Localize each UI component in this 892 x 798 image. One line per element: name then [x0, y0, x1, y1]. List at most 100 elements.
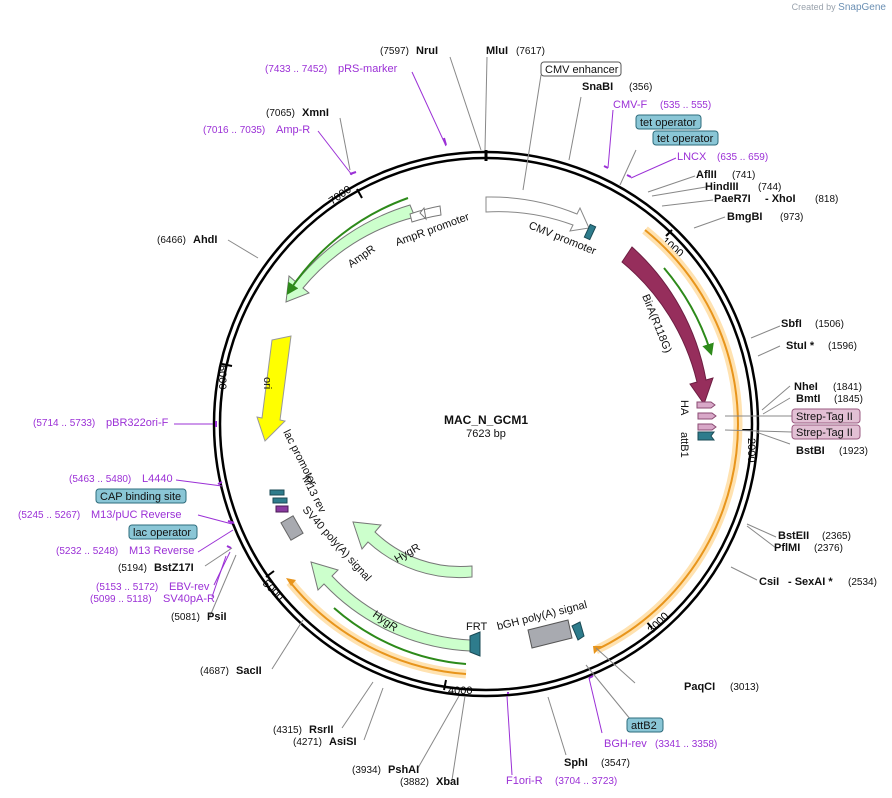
strep-tag-box-2[interactable]: Strep-Tag II	[791, 424, 861, 440]
lac-operator-box[interactable]: lac operator	[128, 524, 198, 540]
xhoi-name[interactable]: - XhoI	[765, 193, 796, 205]
attB1-marker	[697, 431, 715, 441]
ampr-orf-line	[286, 197, 409, 295]
xbai-pos: (3882)	[400, 777, 429, 788]
leader-lines	[204, 56, 793, 781]
sbfi-pos: (1506)	[815, 319, 844, 330]
nhei-name[interactable]: NheI	[794, 381, 818, 393]
mlui-name[interactable]: MluI	[486, 45, 508, 57]
hygr-orf-line	[333, 607, 467, 665]
pbr322-name[interactable]: pBR322ori-F	[106, 417, 169, 429]
ahdi-pos: (6466)	[157, 235, 186, 246]
asisi-name[interactable]: AsiSI	[329, 736, 357, 748]
rsrii-pos: (4315)	[273, 725, 302, 736]
psii-name[interactable]: PsiI	[207, 611, 227, 623]
prs-marker-range: (7433 .. 7452)	[265, 64, 327, 75]
strep-tag-text-1: Strep-Tag II	[796, 411, 853, 423]
frt-marker	[469, 631, 481, 657]
sv40par-range: (5099 .. 5118)	[90, 594, 152, 605]
aflii-pos: (741)	[732, 170, 755, 181]
sphi-pos: (3547)	[601, 758, 630, 769]
bmgbi-name[interactable]: BmgBI	[727, 211, 762, 223]
ahdi-name[interactable]: AhdI	[193, 234, 217, 246]
birA-arrow[interactable]	[621, 246, 714, 406]
bmti-name[interactable]: BmtI	[796, 393, 820, 405]
prs-marker-name[interactable]: pRS-marker	[338, 63, 398, 75]
m13puc-name[interactable]: M13/pUC Reverse	[91, 509, 181, 521]
rsrii-name[interactable]: RsrII	[309, 724, 333, 736]
l4440-name[interactable]: L4440	[142, 473, 173, 485]
m13rev-name[interactable]: M13 Reverse	[129, 545, 194, 557]
sexai-name[interactable]: - SexAI *	[788, 576, 833, 588]
tet-operator-text-1: tet operator	[640, 117, 697, 129]
aflii-name[interactable]: AflII	[696, 169, 717, 181]
cmv-enhancer-text: CMV enhancer	[545, 64, 619, 76]
hygr-outer-arrow[interactable]	[310, 561, 471, 652]
sbfi-name[interactable]: SbfI	[781, 318, 802, 330]
amp-r-name[interactable]: Amp-R	[276, 124, 310, 136]
snapgene-brand: SnapGene	[838, 2, 886, 13]
lac-operator-text: lac operator	[133, 527, 191, 539]
strep-tag-text-2: Strep-Tag II	[796, 427, 853, 439]
ebvrev-name[interactable]: EBV-rev	[169, 581, 210, 593]
credit-prefix: Created by	[791, 2, 836, 12]
xmni-name[interactable]: XmnI	[302, 107, 329, 119]
tick-4000: 4000	[448, 685, 472, 697]
bmti-pos: (1845)	[834, 394, 863, 405]
paer7i-pos: (818)	[815, 194, 838, 205]
plasmid-name: MAC_N_GCM1	[444, 413, 528, 427]
bgh-rev-name[interactable]: BGH-rev	[604, 738, 647, 750]
paqci-name[interactable]: PaqCI	[684, 681, 715, 693]
attB2-text: attB2	[631, 720, 657, 732]
bstbi-name[interactable]: BstBI	[796, 445, 825, 457]
pshai-name[interactable]: PshAI	[388, 764, 419, 776]
psii-pos: (5081)	[171, 612, 200, 623]
pflmi-name[interactable]: PflMI	[774, 542, 800, 554]
f1ori-name[interactable]: F1ori-R	[506, 775, 543, 787]
stui-name[interactable]: StuI *	[786, 340, 815, 352]
hygr-inner-arrow[interactable]	[352, 521, 473, 579]
orange-arc-left	[286, 578, 467, 679]
bstz17i-name[interactable]: BstZ17I	[154, 562, 194, 574]
tick-2000: 2000	[745, 438, 757, 462]
cmv-promoter-arrow[interactable]	[485, 196, 590, 232]
snabi-name[interactable]: SnaBI	[582, 81, 613, 93]
csii-name[interactable]: CsiI	[759, 576, 779, 588]
strep-tag-box-1[interactable]: Strep-Tag II	[791, 408, 861, 424]
csii-pos: (2534)	[848, 577, 877, 588]
sphi-name[interactable]: SphI	[564, 757, 588, 769]
attB2-marker	[571, 621, 585, 641]
m13-rev-marker	[275, 505, 289, 513]
paer7i-name[interactable]: PaeR7I	[714, 193, 751, 205]
sacii-name[interactable]: SacII	[236, 665, 262, 677]
hindiii-name[interactable]: HindIII	[705, 181, 739, 193]
cap-binding-site-box[interactable]: CAP binding site	[95, 488, 187, 504]
attB2-box[interactable]: attB2	[626, 717, 664, 733]
mlui-pos: (7617)	[516, 46, 545, 57]
sv40par-name[interactable]: SV40pA-R	[163, 593, 215, 605]
bsteii-name[interactable]: BstEII	[778, 530, 809, 542]
tet-operator-box-2[interactable]: tet operator	[652, 130, 719, 146]
ebvrev-range: (5153 .. 5172)	[96, 582, 158, 593]
ori-arrow[interactable]	[256, 335, 292, 442]
tick-marks	[221, 188, 752, 691]
cmv-f-name[interactable]: CMV-F	[613, 99, 648, 111]
ampr-arrow[interactable]	[285, 204, 416, 303]
lncx-range: (635 .. 659)	[717, 152, 768, 163]
nrui-pos: (7597)	[380, 46, 409, 57]
ori-label: ori	[261, 377, 273, 389]
nrui-name[interactable]: NruI	[416, 45, 438, 57]
attB1-label: attB1	[678, 432, 690, 458]
stui-pos: (1596)	[828, 341, 857, 352]
lncx-name[interactable]: LNCX	[677, 151, 707, 163]
cmv-enhancer-box[interactable]: CMV enhancer	[540, 61, 622, 77]
lac-operator-marker	[272, 497, 288, 504]
tet-operator-box-1[interactable]: tet operator	[635, 114, 702, 130]
tet-operator-text-2: tet operator	[657, 133, 714, 145]
xbai-name[interactable]: XbaI	[436, 776, 459, 788]
pbr322-range: (5714 .. 5733)	[33, 418, 95, 429]
f1ori-range: (3704 .. 3723)	[555, 776, 617, 787]
frt-label: FRT	[466, 621, 487, 633]
hygr-outer-label: HygR	[370, 609, 399, 635]
